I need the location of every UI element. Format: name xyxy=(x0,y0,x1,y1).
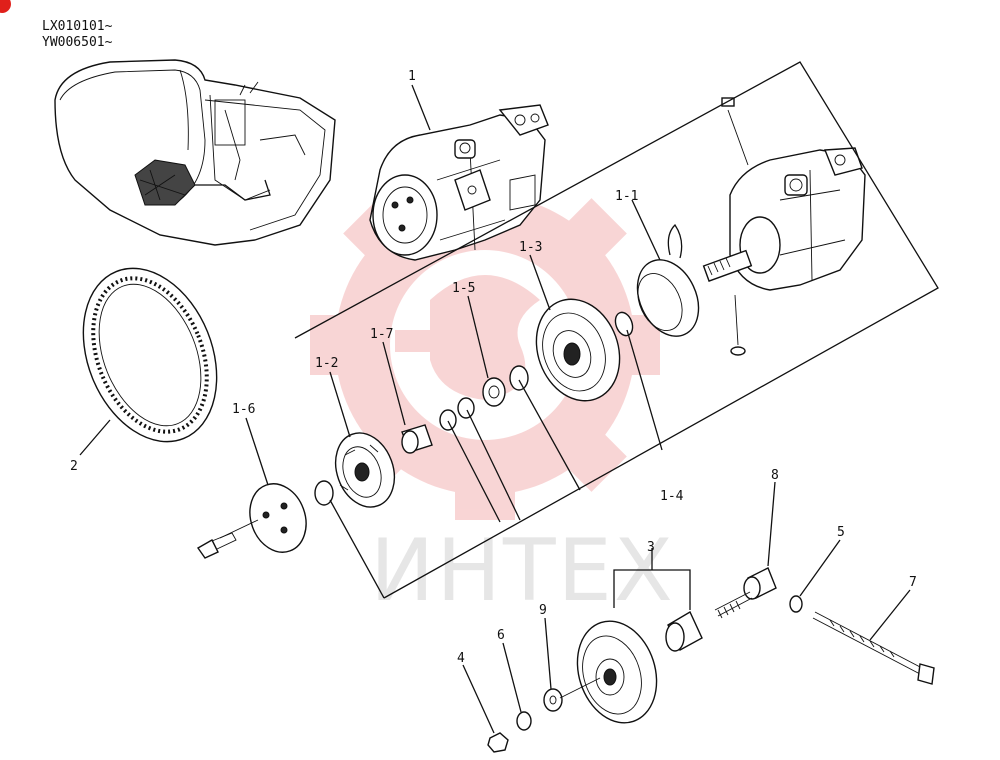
bolt-part-8 xyxy=(714,481,777,619)
serial-range-2: YW006501~ xyxy=(42,35,113,50)
callout-7: 7 xyxy=(909,575,917,590)
watermark-text: ИНТЕХ xyxy=(370,521,675,621)
callout-2: 2 xyxy=(70,459,78,474)
callout-5: 5 xyxy=(837,525,845,540)
washer-part-6 xyxy=(502,642,532,731)
washer-part-1-5 xyxy=(467,295,529,407)
compressor-assembly-part-1 xyxy=(369,84,549,261)
field-coil-part-1-1 xyxy=(631,199,700,337)
assembly-leader-frame xyxy=(294,61,939,599)
callout-8: 8 xyxy=(771,468,779,483)
callout-6: 6 xyxy=(497,628,505,643)
callout-4: 4 xyxy=(457,651,465,666)
corner-badge xyxy=(0,0,11,13)
callout-3: 3 xyxy=(647,540,655,555)
washer-part-9 xyxy=(543,617,601,712)
engine-overview-illustration xyxy=(54,59,336,246)
callout-1-7: 1-7 xyxy=(370,327,393,342)
callout-9: 9 xyxy=(539,603,547,618)
callout-1: 1 xyxy=(408,69,416,84)
long-bolt-part-7 xyxy=(812,589,935,685)
callout-1-5: 1-5 xyxy=(452,281,475,296)
cover-part-1-6 xyxy=(196,417,307,559)
nut-part-4 xyxy=(462,664,509,753)
compressor-body-exploded xyxy=(702,97,866,356)
callout-1-6: 1-6 xyxy=(232,402,255,417)
belt-part-2 xyxy=(79,267,218,456)
spacer-part-1-7 xyxy=(382,341,475,454)
callout-1-4: 1-4 xyxy=(660,489,684,504)
serial-range-1: LX010101~ xyxy=(42,19,113,34)
idler-pulley-part-3 xyxy=(576,548,703,724)
pulley-part-1-3 xyxy=(529,254,621,402)
callout-1-3: 1-3 xyxy=(519,240,542,255)
washer-part-5 xyxy=(789,539,841,613)
callout-1-1: 1-1 xyxy=(615,189,638,204)
callout-1-2: 1-2 xyxy=(315,356,338,371)
clutch-plate-part-1-2 xyxy=(314,371,396,508)
